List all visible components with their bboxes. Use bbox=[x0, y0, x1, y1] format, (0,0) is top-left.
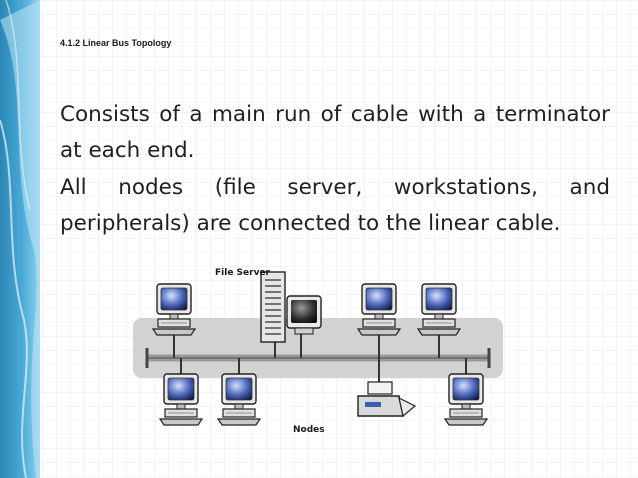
workstation-top-2 bbox=[357, 283, 401, 336]
workstation-top-1 bbox=[152, 283, 196, 336]
file-server-label: File Server bbox=[215, 268, 271, 278]
file-server bbox=[260, 271, 322, 343]
workstation-bottom-1 bbox=[159, 373, 203, 426]
bus-topology-diagram: File Server Nodes bbox=[133, 268, 503, 435]
bullet-paragraph-1: Consists of a main run of cable with a t… bbox=[60, 102, 610, 163]
workstation-top-3 bbox=[417, 283, 461, 336]
decorative-side-band bbox=[0, 0, 40, 478]
bus-panel bbox=[133, 318, 503, 378]
bullet-paragraph-2: All nodes (file server, workstations, an… bbox=[60, 175, 610, 236]
slide-title: 4.1.2 Linear Bus Topology bbox=[60, 38, 172, 48]
workstation-bottom-3 bbox=[444, 373, 488, 426]
workstation-bottom-2 bbox=[217, 373, 261, 426]
printer bbox=[357, 381, 417, 418]
nodes-label: Nodes bbox=[293, 425, 325, 435]
